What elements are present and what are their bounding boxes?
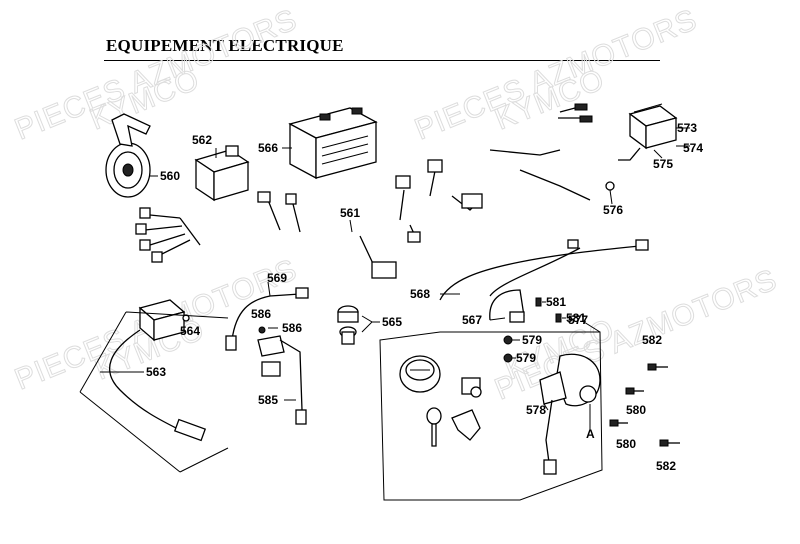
- title-rule: [104, 60, 660, 61]
- part-label-565: 565: [382, 315, 402, 329]
- part-label-575: 575: [653, 157, 673, 171]
- key-set-outline: [379, 331, 603, 501]
- watermark-text: PIECES AZMOTORS: [10, 3, 302, 146]
- part-label-573: 573: [677, 121, 697, 135]
- spark-plug-wire-part: [225, 281, 309, 351]
- relay-switch-part: [257, 326, 307, 425]
- part-label-581a: 581: [546, 295, 566, 309]
- part-label-560: 560: [160, 169, 180, 183]
- part-label-581b: 581: [566, 311, 586, 325]
- bolt-580b-icon: [609, 419, 628, 427]
- part-label-564: 564: [180, 324, 200, 338]
- indicator-part: [337, 305, 380, 345]
- fuel-cap-part: [399, 355, 441, 393]
- part-label-567: 567: [462, 313, 482, 327]
- part-label-577: 577: [568, 313, 588, 327]
- part-label-561: 561: [340, 206, 360, 220]
- horn-part: [105, 113, 158, 198]
- bolt-582b-icon: [659, 439, 680, 447]
- battery-part: [282, 107, 378, 180]
- part-label-569: 569: [267, 271, 287, 285]
- part-label-580b: 580: [616, 437, 636, 451]
- ground-screw-part: [519, 169, 615, 205]
- screw-579b-icon: [503, 353, 516, 363]
- part-label-562: 562: [192, 133, 212, 147]
- cdi-unit-part: [194, 145, 250, 202]
- part-label-574: 574: [683, 141, 703, 155]
- screw-581b-icon: [555, 313, 566, 323]
- part-label-582b: 582: [656, 459, 676, 473]
- part-label-586b: 586: [282, 321, 302, 335]
- wiring-harness-part: [135, 103, 593, 279]
- sensor-wire-part: [439, 239, 649, 323]
- part-label-579a: 579: [522, 333, 542, 347]
- part-label-578: 578: [526, 403, 546, 417]
- regulator-part: [618, 103, 690, 161]
- part-label-580a: 580: [626, 403, 646, 417]
- part-label-568: 568: [410, 287, 430, 301]
- screw-581a-icon: [535, 297, 546, 307]
- bolt-580a-icon: [625, 387, 644, 395]
- seat-lock-part: [451, 377, 482, 441]
- part-label-566: 566: [258, 141, 278, 155]
- part-label-586a: 586: [251, 307, 271, 321]
- part-label-579b: 579: [516, 351, 536, 365]
- screw-579a-icon: [503, 335, 520, 345]
- part-label-563: 563: [146, 365, 166, 379]
- part-label-A: A: [586, 427, 595, 441]
- watermark-group: PIECES AZMOTORS KYMCO PIECES AZMOTORS KY…: [10, 3, 783, 407]
- part-label-585: 585: [258, 393, 278, 407]
- part-label-582a: 582: [642, 333, 662, 347]
- part-label-576: 576: [603, 203, 623, 217]
- bolt-582a-icon: [647, 363, 668, 371]
- key-part: [426, 407, 442, 447]
- ignition-coil-part: [100, 299, 207, 442]
- ignition-switch-part: [539, 353, 601, 475]
- page-title: EQUIPEMENT ELECTRIQUE: [106, 36, 344, 55]
